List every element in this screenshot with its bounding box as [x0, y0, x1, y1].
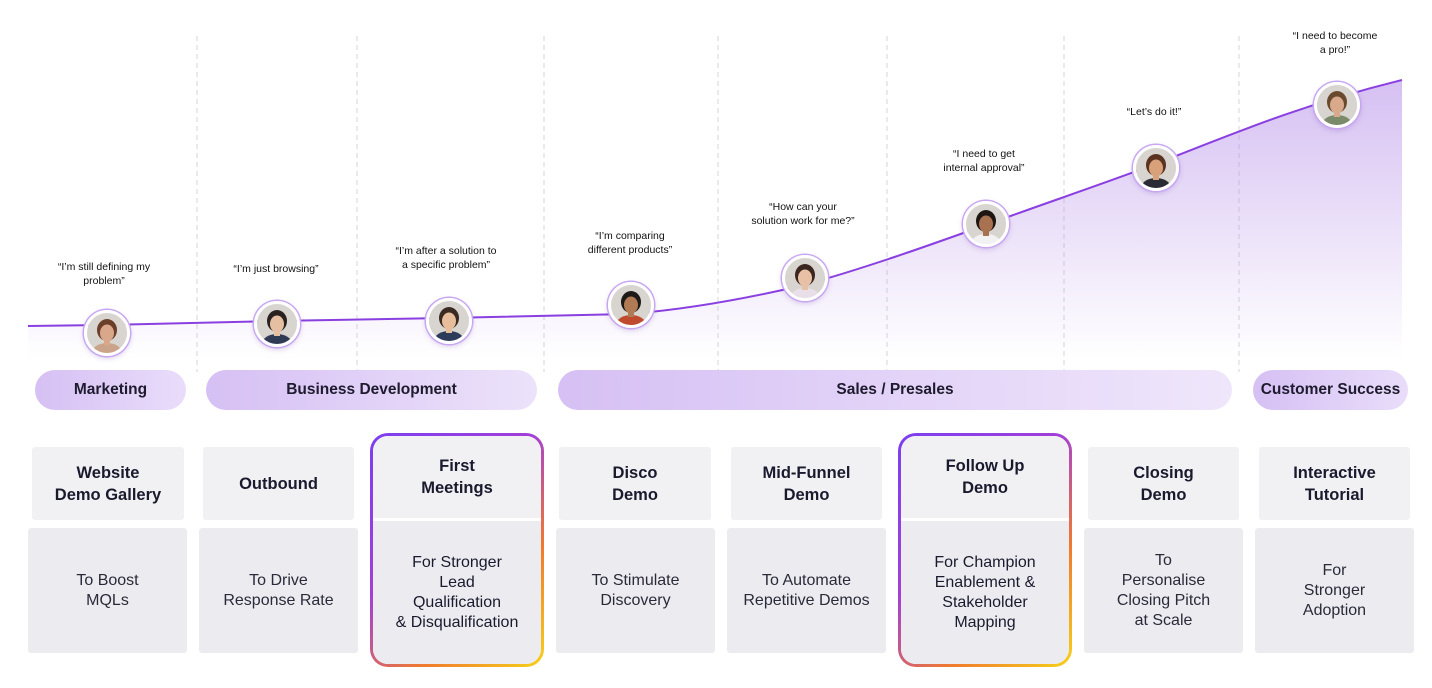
- stage-quote: “Let’s do it!”: [1126, 106, 1182, 118]
- highlighted-card-first-meetings: First Meetings For Stronger Lead Qualifi…: [370, 433, 544, 667]
- avatar-man-suit-icon: [426, 298, 472, 344]
- department-pill-marketing: Marketing: [35, 370, 186, 410]
- stage-quote: “I need to become a pro!”: [1292, 30, 1378, 56]
- avatar-man-glasses-icon: [608, 282, 654, 328]
- card-purpose: To Automate Repetitive Demos: [727, 528, 886, 653]
- department-pill-customer-success: Customer Success: [1253, 370, 1408, 410]
- stage-quote: “I’m still defining my problem”: [57, 261, 151, 287]
- avatar-man-beard-icon: [1133, 145, 1179, 191]
- card-purpose: To Drive Response Rate: [199, 528, 358, 653]
- card-title: Closing Demo: [1088, 447, 1239, 520]
- card-title: Website Demo Gallery: [32, 447, 184, 520]
- card-title: Interactive Tutorial: [1259, 447, 1410, 520]
- department-pill-sales-presales: Sales / Presales: [558, 370, 1232, 410]
- card-purpose: For Stronger Adoption: [1255, 528, 1414, 653]
- avatar-woman-curly-hair-icon: [84, 310, 130, 356]
- card-purpose: To Personalise Closing Pitch at Scale: [1084, 528, 1243, 653]
- avatar-man-smiling-icon: [1314, 82, 1360, 128]
- card-purpose: For Champion Enablement & Stakeholder Ma…: [901, 521, 1069, 664]
- highlighted-card-inner: First Meetings For Stronger Lead Qualifi…: [373, 436, 541, 664]
- stage-quote: “I need to get internal approval”: [943, 148, 1025, 174]
- card-title: Outbound: [203, 447, 354, 520]
- card-title: Mid-Funnel Demo: [731, 447, 882, 520]
- card-purpose: To Boost MQLs: [28, 528, 187, 653]
- highlighted-card-inner: Follow Up Demo For Champion Enablement &…: [901, 436, 1069, 664]
- avatar-woman-long-hair-icon: [782, 255, 828, 301]
- card-title: Follow Up Demo: [901, 436, 1069, 518]
- stage-quote: “How can your solution work for me?”: [751, 201, 855, 227]
- journey-area-fill: [28, 80, 1402, 360]
- card-purpose: To Stimulate Discovery: [556, 528, 715, 653]
- avatar-woman-afro-icon: [963, 201, 1009, 247]
- card-title: First Meetings: [373, 436, 541, 518]
- avatar-woman-dark-hair-icon: [254, 301, 300, 347]
- card-purpose: For Stronger Lead Qualification & Disqua…: [373, 521, 541, 664]
- department-pill-business-development: Business Development: [206, 370, 537, 410]
- card-title: Disco Demo: [559, 447, 711, 520]
- stage-quote: “I’m after a solution to a specific prob…: [395, 245, 497, 271]
- stage-quote: “I’m comparing different products”: [587, 230, 673, 256]
- highlighted-card-follow-up-demo: Follow Up Demo For Champion Enablement &…: [898, 433, 1072, 667]
- stage-quote: “I’m just browsing”: [233, 263, 319, 275]
